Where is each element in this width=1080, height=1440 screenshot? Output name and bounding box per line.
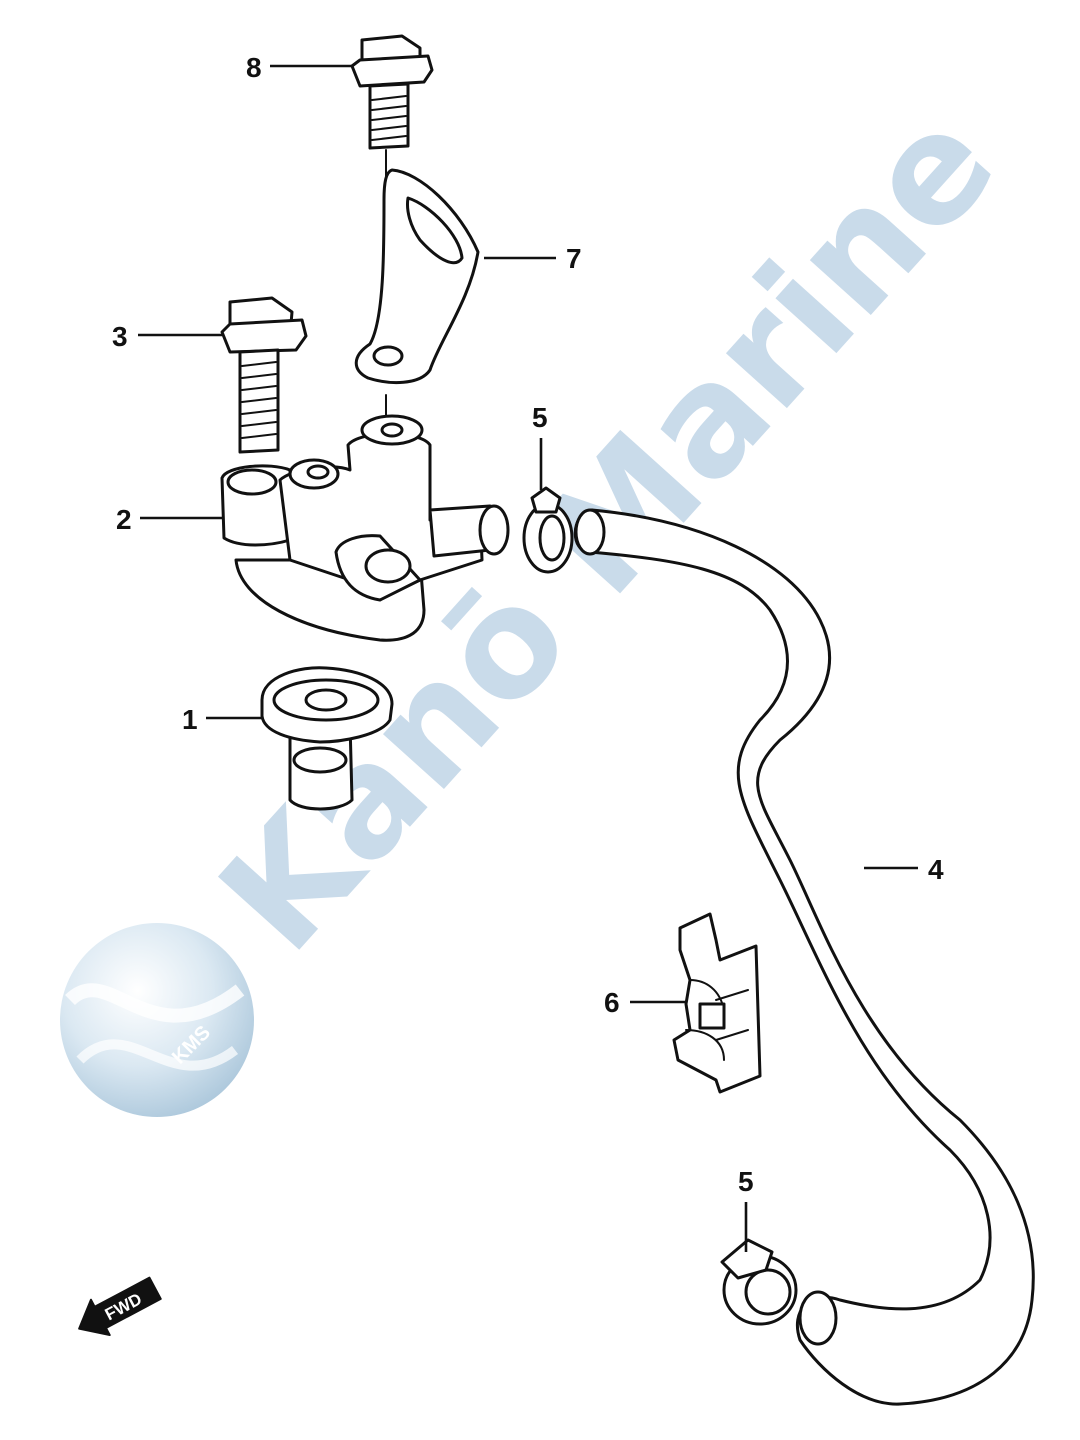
part-5-clamp-upper [522, 486, 574, 574]
part-2-thermostat-cover [220, 414, 510, 642]
part-6-hose-clip [672, 912, 762, 1094]
callout-8: 8 [246, 52, 262, 83]
part-8-bolt [350, 34, 434, 150]
part-1-thermostat [260, 666, 394, 811]
part-7-bracket [354, 168, 480, 384]
part-4-hose [573, 508, 1035, 1406]
kms-logo: KMS [60, 923, 254, 1117]
callout-1: 1 [182, 704, 198, 735]
callout-7: 7 [566, 243, 582, 274]
callout-3: 3 [112, 321, 128, 352]
part-3-bolt [220, 296, 308, 454]
part-5-clamp-lower [720, 1238, 798, 1326]
leader-lines [138, 64, 918, 1252]
fwd-arrow-icon: FWD [78, 1276, 162, 1337]
callout-4: 4 [928, 854, 944, 885]
callout-2: 2 [116, 504, 132, 535]
callout-6: 6 [604, 987, 620, 1018]
callout-5-lower: 5 [738, 1166, 754, 1197]
callout-5-upper: 5 [532, 402, 548, 433]
